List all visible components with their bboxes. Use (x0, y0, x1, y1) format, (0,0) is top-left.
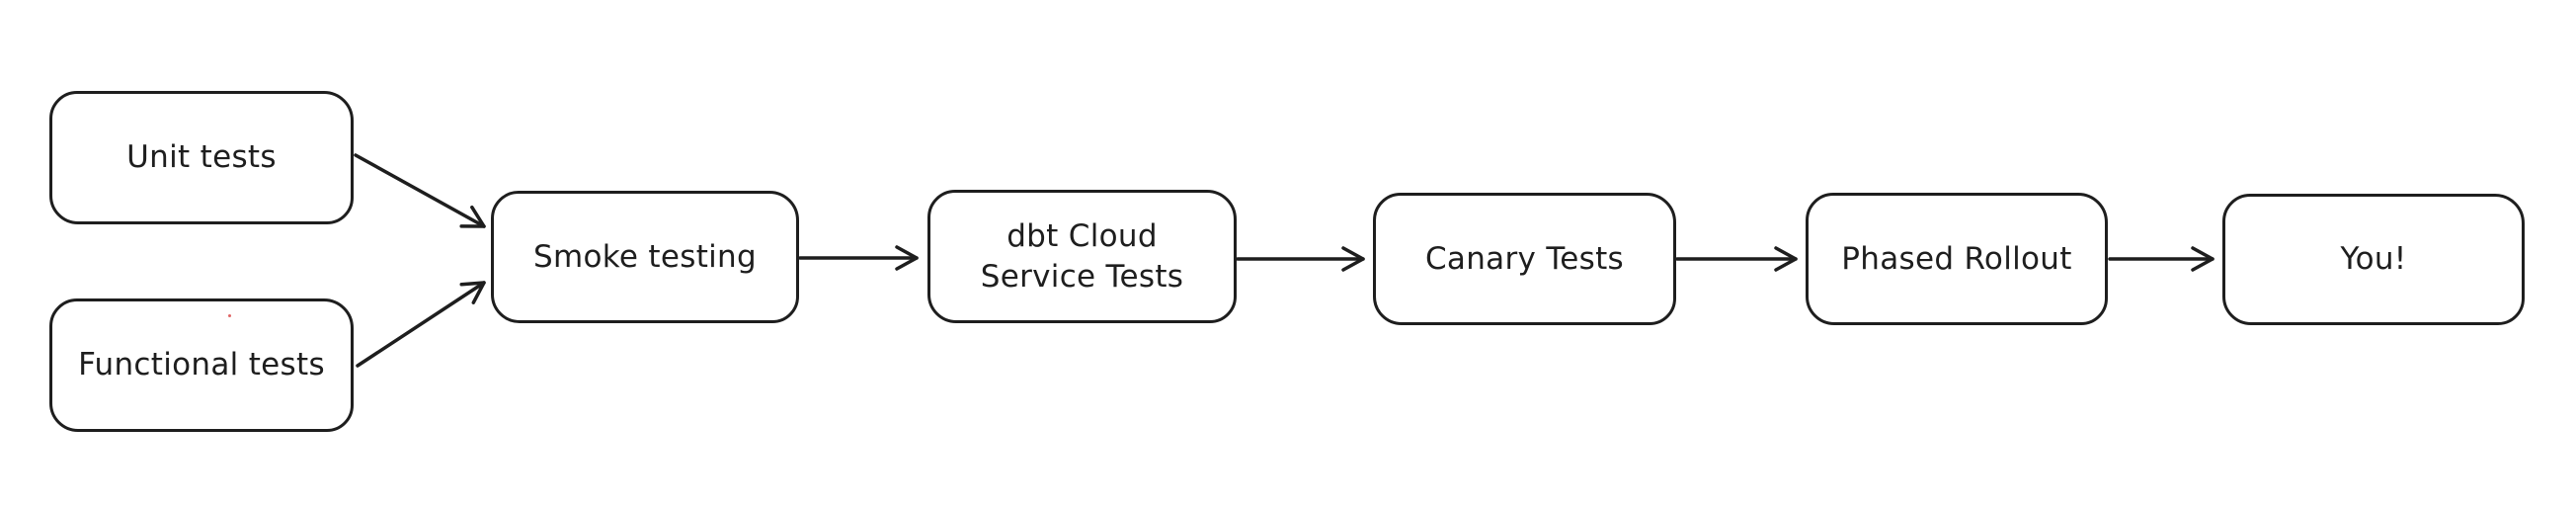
red-dot-artifact (228, 314, 231, 317)
node-unit-tests: Unit tests (49, 91, 354, 224)
node-label-smoke-testing: Smoke testing (533, 238, 757, 275)
node-label-phased-rollout: Phased Rollout (1841, 240, 2072, 277)
node-phased-rollout: Phased Rollout (1806, 193, 2108, 325)
node-label-canary-tests: Canary Tests (1424, 240, 1625, 277)
node-label-dbt-cloud-service-tests: dbt Cloud Service Tests (980, 217, 1184, 295)
edge-unit-tests-to-smoke-testing (354, 153, 486, 228)
node-label-functional-tests: Functional tests (78, 347, 325, 383)
node-functional-tests: Functional tests (49, 298, 354, 432)
node-dbt-cloud-service-tests: dbt Cloud Service Tests (927, 190, 1237, 323)
node-label-unit-tests: Unit tests (126, 139, 277, 176)
node-label-you: You! (2340, 241, 2407, 278)
edge-functional-tests-to-smoke-testing (356, 281, 486, 368)
node-you: You! (2222, 194, 2525, 325)
node-canary-tests: Canary Tests (1373, 193, 1676, 325)
node-smoke-testing: Smoke testing (491, 191, 799, 323)
